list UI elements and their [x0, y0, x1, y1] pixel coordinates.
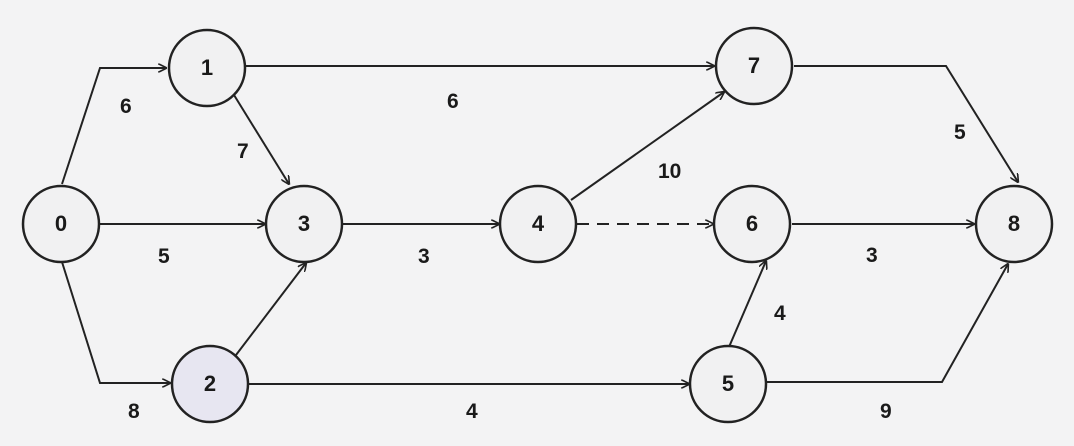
- node-7: 7: [714, 26, 794, 106]
- node-6-circle: [712, 184, 792, 264]
- node-1: 1: [167, 28, 247, 108]
- edge-line-0-2: [61, 261, 170, 383]
- edge-weight-5-8: 9: [880, 400, 892, 423]
- node-8-label: 8: [1008, 211, 1020, 236]
- edge-0-3: 5: [100, 224, 265, 268]
- node-4-label: 4: [532, 211, 545, 236]
- node-7-label: 7: [748, 53, 760, 78]
- edge-weight-5-6: 4: [774, 302, 786, 325]
- node-8: 8: [974, 184, 1054, 264]
- edge-4-7: 10: [570, 92, 724, 201]
- node-2: 2: [170, 344, 250, 424]
- node-3-label: 3: [298, 211, 310, 236]
- edge-1-3: 7: [233, 94, 289, 184]
- edge-2-3: [235, 263, 306, 356]
- edge-5-6: 4: [728, 261, 786, 348]
- edge-3-4: 3: [343, 224, 499, 268]
- edge-5-8: 9: [766, 264, 1008, 423]
- edge-0-1: 6: [61, 68, 166, 185]
- node-4: 4: [498, 184, 578, 264]
- node-5-label: 5: [722, 371, 734, 396]
- node-2-circle: [170, 344, 250, 424]
- node-3: 3: [264, 184, 344, 264]
- edge-weight-3-4: 3: [418, 245, 430, 268]
- node-5-circle: [688, 344, 768, 424]
- edge-weight-6-8: 3: [866, 244, 878, 267]
- edge-line-1-3: [233, 94, 289, 184]
- node-0-circle: [21, 184, 101, 264]
- edge-0-2: 8: [61, 261, 170, 423]
- edge-weight-7-8: 5: [954, 121, 966, 144]
- edge-weight-2-5: 4: [466, 400, 478, 423]
- node-4-circle: [498, 184, 578, 264]
- edge-weight-0-2: 8: [128, 400, 140, 423]
- nodes: 0 1 2 3 4 5 6 7: [21, 26, 1054, 424]
- edge-2-5: 4: [248, 384, 689, 423]
- edge-weight-0-3: 5: [158, 245, 170, 268]
- edge-weight-0-1: 6: [120, 95, 132, 118]
- edges: 6 5 8 6 7 4 3 1: [61, 65, 1018, 423]
- edge-line-5-8: [766, 264, 1008, 383]
- node-2-label: 2: [204, 371, 216, 396]
- edge-line-7-8: [794, 65, 1018, 182]
- node-6-label: 6: [746, 211, 758, 236]
- edge-line-0-1: [61, 68, 166, 185]
- node-0: 0: [21, 184, 101, 264]
- node-8-circle: [974, 184, 1054, 264]
- edge-7-8: 5: [794, 65, 1018, 182]
- node-1-label: 1: [201, 55, 213, 80]
- edge-weight-1-7: 6: [447, 90, 459, 113]
- edge-line-5-6: [728, 261, 766, 348]
- node-0-label: 0: [55, 211, 67, 236]
- edge-6-8: 3: [792, 224, 974, 267]
- node-5: 5: [688, 344, 768, 424]
- edge-line-4-7: [570, 92, 724, 201]
- node-3-circle: [264, 184, 344, 264]
- edge-weight-4-7: 10: [658, 160, 681, 183]
- edge-weight-1-3: 7: [237, 140, 249, 163]
- edge-line-2-3: [235, 263, 306, 356]
- edge-1-7: 6: [246, 66, 714, 113]
- node-1-circle: [167, 28, 247, 108]
- node-7-circle: [714, 26, 794, 106]
- node-6: 6: [712, 184, 792, 264]
